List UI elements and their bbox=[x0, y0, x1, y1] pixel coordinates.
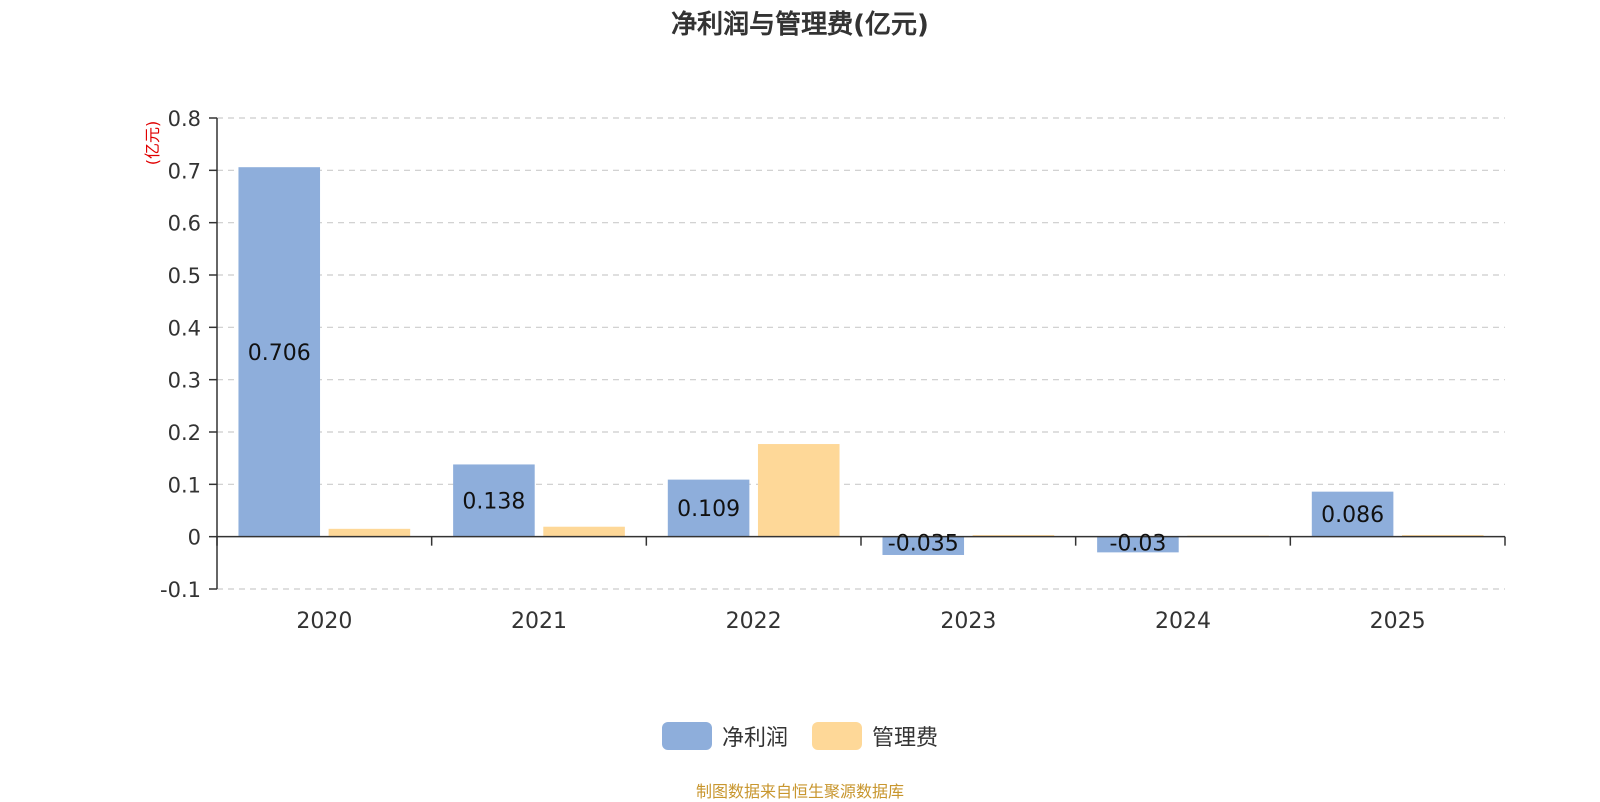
bar-net-profit-2023[interactable] bbox=[882, 536, 965, 555]
x-tick-label-2025: 2025 bbox=[1370, 609, 1426, 634]
data-label-2024: -0.03 bbox=[1109, 532, 1166, 557]
bar-admin-expense-2025[interactable] bbox=[1401, 535, 1484, 537]
y-tick-label: 0 bbox=[188, 526, 201, 550]
y-tick-label: 0.3 bbox=[168, 369, 201, 393]
bar-admin-expense-2020[interactable] bbox=[328, 528, 411, 537]
bar-net-profit-2025[interactable] bbox=[1311, 491, 1394, 537]
data-label-2022: 0.109 bbox=[677, 497, 740, 522]
bar-net-profit-2024[interactable] bbox=[1097, 536, 1179, 553]
chart-title: 净利润与管理费(亿元) bbox=[671, 10, 929, 40]
x-tick-label-2020: 2020 bbox=[296, 609, 352, 634]
y-tick-label: 0.4 bbox=[168, 316, 201, 340]
y-tick-label: 0.5 bbox=[168, 264, 201, 288]
x-tick-label-2022: 2022 bbox=[726, 609, 782, 634]
legend: 净利润 管理费 bbox=[0, 720, 1600, 752]
x-tick-label-2023: 2023 bbox=[940, 609, 996, 634]
y-tick-label: 0.8 bbox=[168, 107, 201, 131]
bar-chart: 0.8 0.7 0.6 0.5 0.4 0.3 0.2 0.1 0 -0.1 2020 2021 202… bbox=[143, 107, 1506, 634]
legend-swatch-net-profit bbox=[661, 722, 712, 750]
axes: 0.8 0.7 0.6 0.5 0.4 0.3 0.2 0.1 0 -0.1 2020 2021 202… bbox=[160, 107, 1506, 634]
data-labels: 0.706 0.138 0.109 -0.035 -0.03 0.086 bbox=[248, 341, 1384, 557]
legend-label-net-profit: 净利润 bbox=[721, 726, 788, 751]
data-label-2025: 0.086 bbox=[1321, 503, 1384, 528]
gridlines bbox=[217, 117, 1505, 590]
bar-admin-expense-2023[interactable] bbox=[972, 535, 1055, 537]
data-source-note: 制图数据来自恒生聚源数据库 bbox=[695, 782, 904, 801]
data-label-2021: 0.138 bbox=[462, 490, 525, 515]
data-label-2020: 0.706 bbox=[248, 341, 311, 366]
legend-label-admin-expense: 管理费 bbox=[872, 726, 939, 751]
legend-swatch-admin-expense bbox=[812, 722, 862, 750]
y-tick-label: 0.6 bbox=[168, 212, 201, 236]
y-axis-unit-label: (亿元) bbox=[143, 121, 162, 166]
data-label-2023: -0.035 bbox=[888, 532, 959, 557]
x-tick-label-2024: 2024 bbox=[1155, 609, 1211, 634]
bar-net-profit-2022[interactable] bbox=[667, 479, 750, 537]
x-tick-label-2021: 2021 bbox=[511, 609, 567, 634]
bar-net-profit-2020[interactable] bbox=[238, 167, 321, 537]
y-tick-label: 0.2 bbox=[168, 421, 201, 445]
y-tick-label: -0.1 bbox=[160, 578, 201, 602]
y-tick-label: 0.7 bbox=[168, 159, 201, 183]
legend-item-net-profit[interactable]: 净利润 bbox=[661, 720, 788, 752]
legend-item-admin-expense[interactable]: 管理费 bbox=[812, 720, 938, 752]
bar-net-profit-2021[interactable] bbox=[453, 464, 535, 537]
bars bbox=[238, 167, 1484, 555]
y-tick-label: 0.1 bbox=[168, 473, 201, 497]
bar-admin-expense-2022[interactable] bbox=[757, 444, 840, 537]
bar-admin-expense-2021[interactable] bbox=[543, 526, 625, 537]
